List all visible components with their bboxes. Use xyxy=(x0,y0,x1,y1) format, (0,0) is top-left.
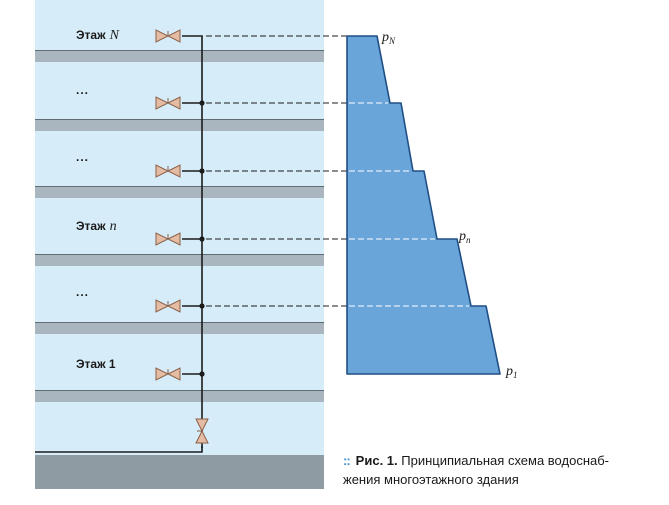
figure-caption: ::Рис. 1. Принципиальная схема водоснаб-… xyxy=(343,451,643,489)
caption-number: Рис. 1. xyxy=(355,453,398,468)
floor-ellipsis: ... xyxy=(76,83,90,97)
valve-icon xyxy=(155,299,181,313)
pressure-diagram xyxy=(346,35,501,375)
caption-text: Принципиальная схема водоснаб-жения мног… xyxy=(343,453,610,487)
valve-icon xyxy=(155,164,181,178)
valve-icon xyxy=(155,367,181,381)
riser-pipe xyxy=(35,35,203,453)
floor-slab xyxy=(35,186,324,198)
caption-bullet-icon: :: xyxy=(343,453,351,468)
pressure-label-top: pN xyxy=(382,30,396,46)
pressure-inner-lines xyxy=(349,102,469,307)
main-valve-icon xyxy=(195,418,209,444)
slab-edges xyxy=(35,50,324,391)
floor-ellipsis: ... xyxy=(76,285,90,299)
floor-label-bottom: Этаж 1 xyxy=(76,357,116,371)
floor-slab xyxy=(35,119,324,131)
valve-icons xyxy=(155,29,209,444)
floor-slab xyxy=(35,50,324,62)
pipe-junctions xyxy=(199,100,205,377)
floor-slab xyxy=(35,254,324,266)
valve-icon xyxy=(155,96,181,110)
pressure-projections xyxy=(206,35,347,307)
pressure-label-middle: pn xyxy=(459,229,471,245)
floor-slab xyxy=(35,390,324,402)
pressure-label-bottom: p1 xyxy=(506,364,518,380)
foundation xyxy=(35,455,324,489)
valve-icon xyxy=(155,232,181,246)
floor-ellipsis: ... xyxy=(76,150,90,164)
valve-icon xyxy=(155,29,181,43)
floor-slab xyxy=(35,322,324,334)
